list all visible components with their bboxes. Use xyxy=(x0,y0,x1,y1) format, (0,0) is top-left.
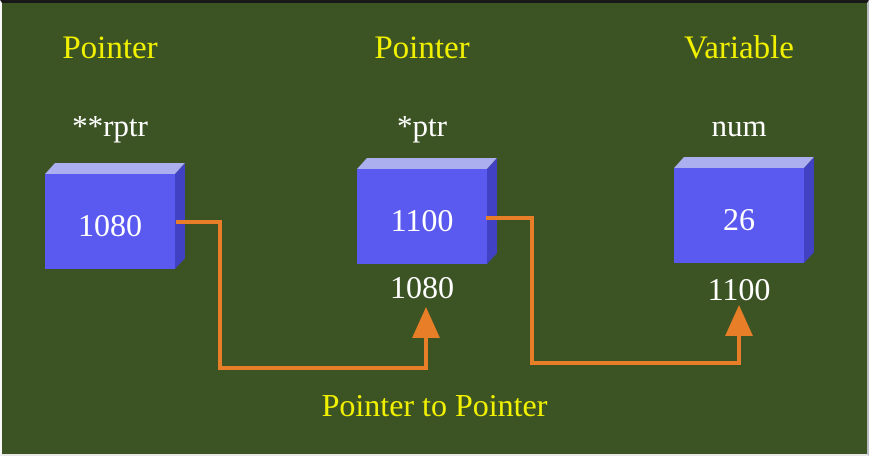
address-label-num: 1100 xyxy=(707,271,771,307)
box-value-num: 26 xyxy=(723,200,755,237)
box-side-face xyxy=(487,158,497,264)
column-rptr: Pointer **rptr 1080 xyxy=(45,3,185,454)
box-top-face xyxy=(674,157,814,168)
address-label-ptr: 1080 xyxy=(390,269,454,305)
box-top-face xyxy=(357,158,497,169)
memory-box-num: 26 xyxy=(674,157,815,263)
box-front-face: 1100 xyxy=(357,169,487,264)
box-value-ptr: 1100 xyxy=(390,201,454,238)
column-header-pointer-2: Pointer xyxy=(374,30,470,66)
box-front-face: 26 xyxy=(674,168,804,263)
column-header-variable: Variable xyxy=(684,30,794,66)
diagram-title: Pointer to Pointer xyxy=(321,387,548,423)
variable-name-rptr: **rptr xyxy=(72,108,148,143)
column-header-pointer-1: Pointer xyxy=(62,30,158,66)
box-front-face: 1080 xyxy=(45,174,175,269)
memory-box-rptr: 1080 xyxy=(45,163,186,269)
variable-name-num: num xyxy=(711,108,767,143)
box-value-rptr: 1080 xyxy=(78,206,142,243)
variable-name-ptr: *ptr xyxy=(397,108,447,143)
box-side-face xyxy=(175,163,185,269)
memory-box-ptr: 1100 xyxy=(357,158,498,264)
box-side-face xyxy=(804,157,814,263)
box-top-face xyxy=(45,163,185,174)
